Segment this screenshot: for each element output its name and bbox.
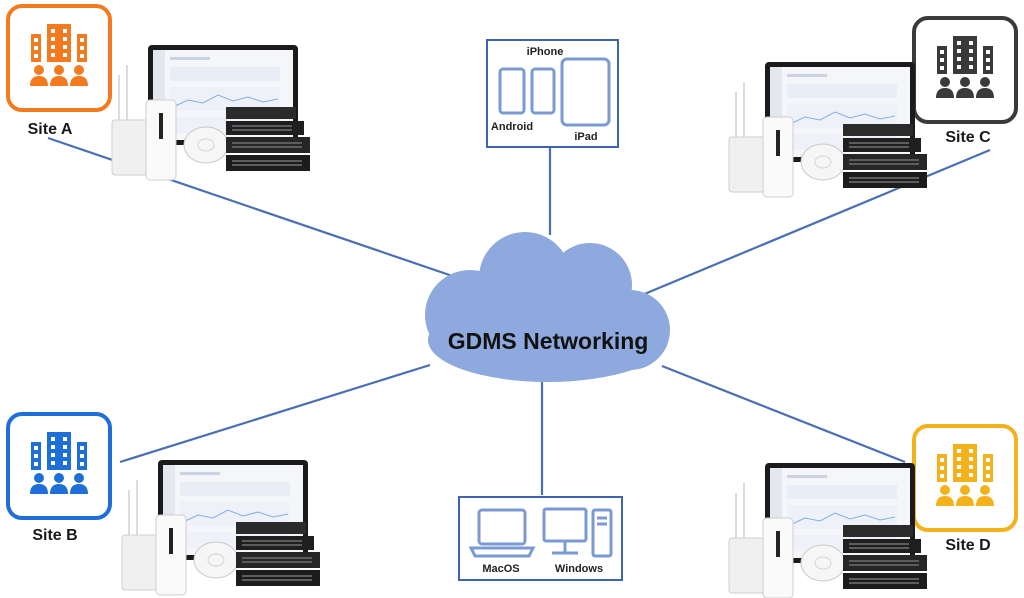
- android-label: Android: [491, 121, 533, 133]
- link-site-c: [629, 148, 991, 302]
- laptop-icon: [468, 508, 536, 558]
- site-d: Site D: [728, 424, 1018, 598]
- desktop-monitor-icon: [542, 507, 613, 558]
- android-phone-icon: [498, 67, 526, 115]
- cloud-label: GDMS Networking: [448, 328, 649, 354]
- site-a: Site A: [6, 4, 311, 181]
- ipad-label: iPad: [574, 131, 597, 143]
- equipment-cluster: [728, 61, 928, 198]
- iphone-label: iPhone: [527, 46, 564, 58]
- site-a-label: Site A: [28, 121, 73, 138]
- iphone-icon: [530, 67, 556, 115]
- equipment-cluster: [111, 44, 311, 181]
- site-d-label: Site D: [945, 537, 990, 554]
- cloud: [425, 232, 670, 382]
- site-c: Site C: [728, 16, 1018, 198]
- site-b: Site B: [6, 412, 321, 596]
- mobile-devices-box: iPhone Android iPad: [486, 39, 619, 148]
- ipad-icon: [560, 57, 611, 127]
- link-site-b: [119, 363, 431, 464]
- site-b-label: Site B: [32, 527, 77, 544]
- connection-lines: [47, 136, 991, 495]
- link-site-d: [661, 364, 906, 464]
- macos-label: MacOS: [482, 563, 519, 575]
- windows-label: Windows: [555, 563, 603, 575]
- equipment-cluster: [121, 459, 321, 596]
- site-c-label: Site C: [945, 129, 991, 146]
- desktop-devices-box: MacOS Windows: [458, 496, 623, 581]
- equipment-cluster: [728, 462, 928, 598]
